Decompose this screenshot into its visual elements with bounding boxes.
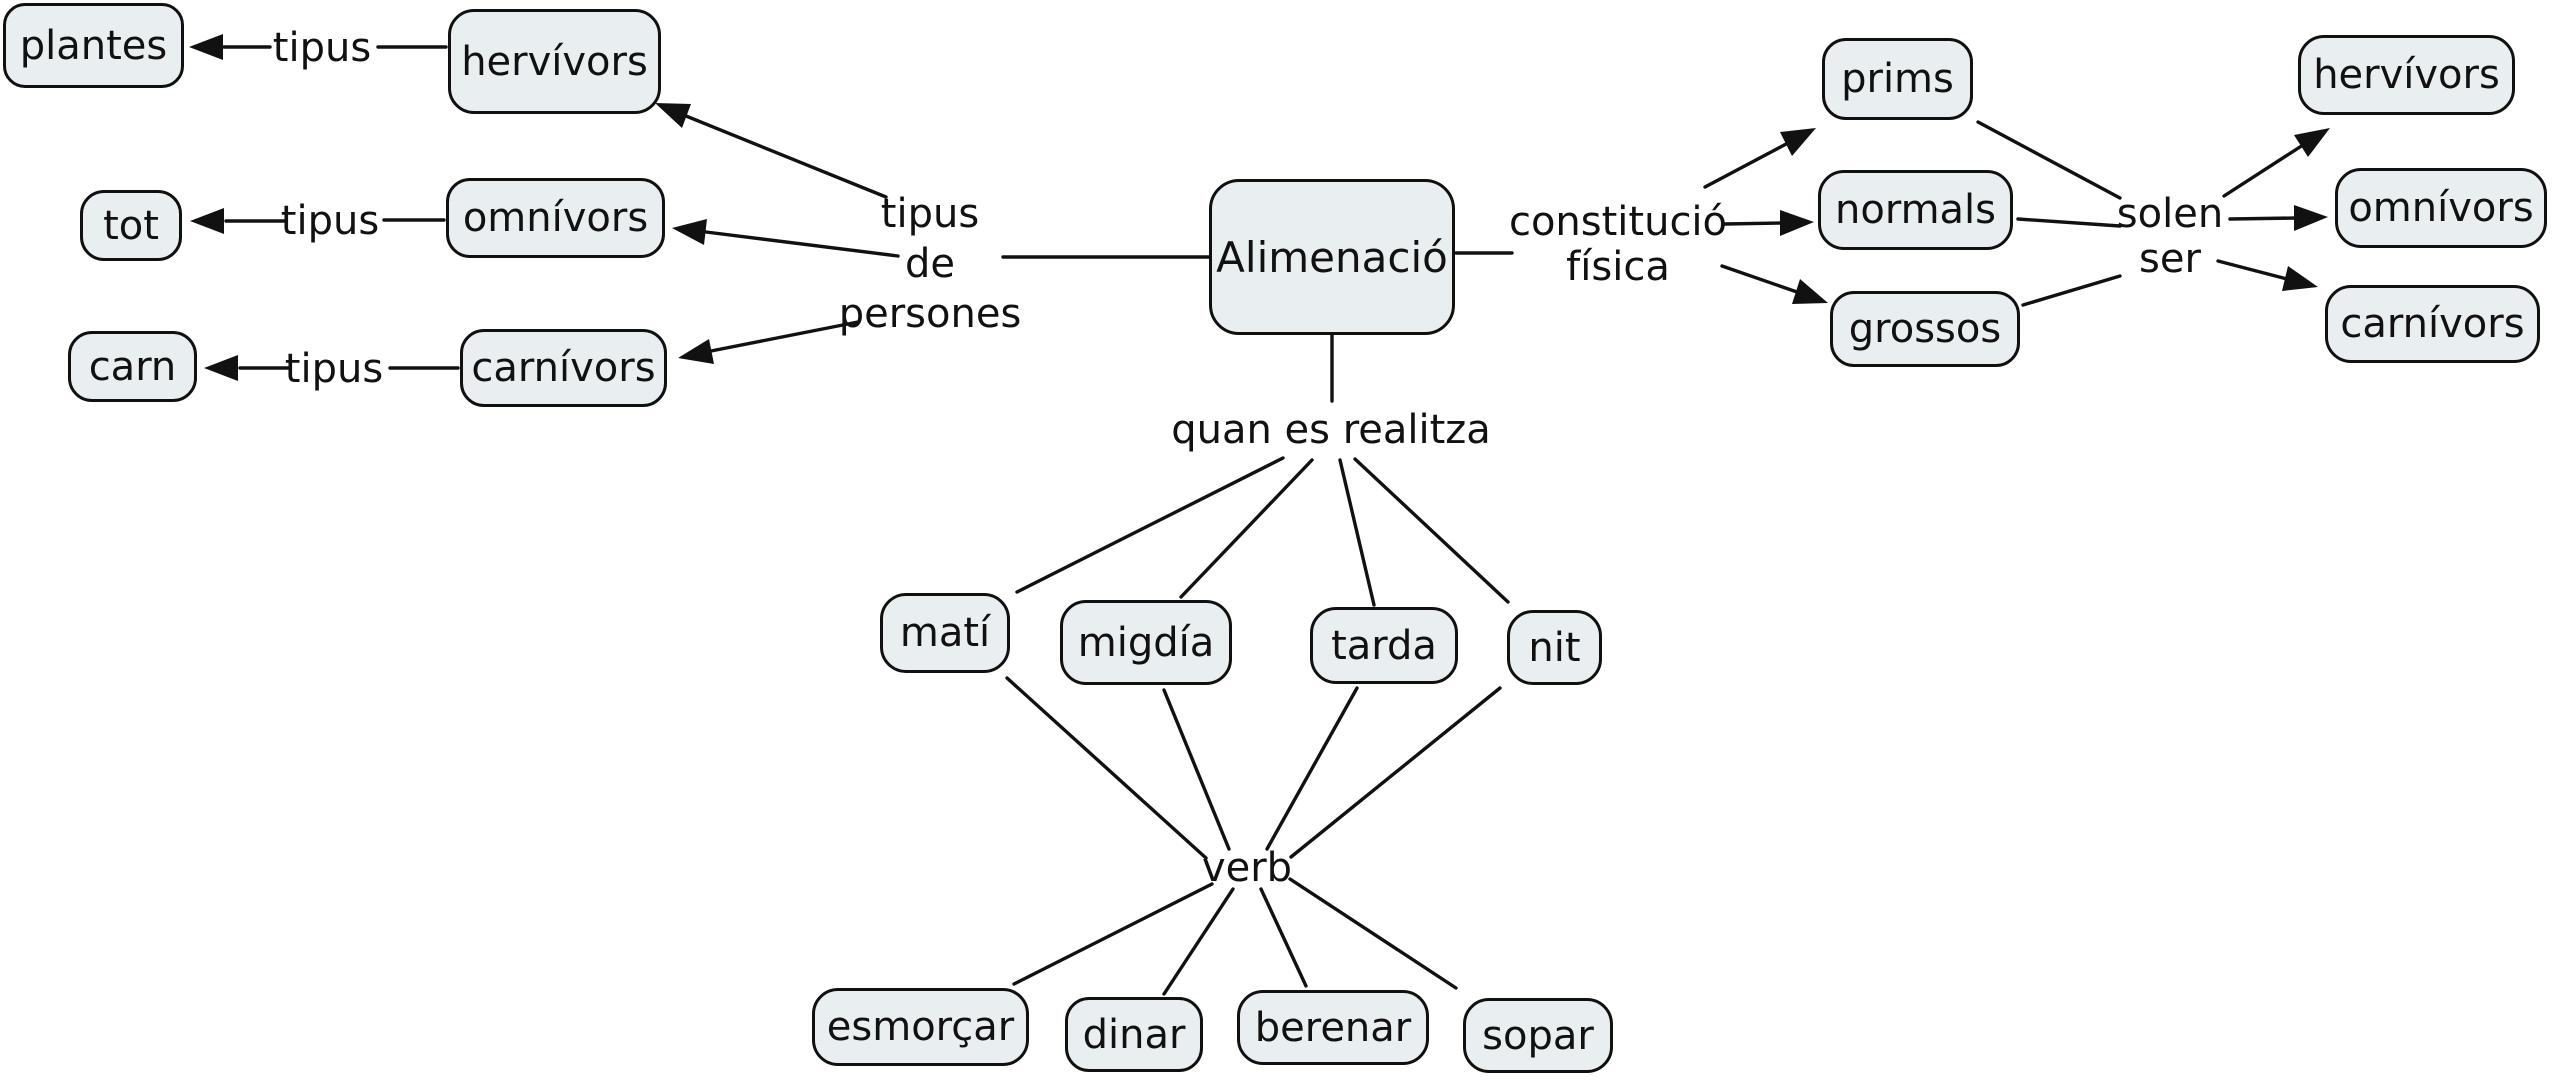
node-carnivors-left[interactable]: carnívors bbox=[460, 329, 667, 407]
arrowhead-omnivors-left bbox=[672, 219, 707, 245]
edge-tdp-to-carnivors bbox=[709, 320, 860, 353]
edge-quan-to-migdia bbox=[1179, 458, 1314, 599]
link-label-line: ser bbox=[2139, 236, 2201, 282]
arrowhead-carn bbox=[204, 355, 238, 381]
edge-quan-to-mati bbox=[1015, 456, 1285, 594]
link-label-line: solen bbox=[2116, 191, 2224, 237]
node-nit[interactable]: nit bbox=[1507, 610, 1602, 685]
node-alimenacio[interactable]: Alimenació bbox=[1209, 179, 1455, 335]
link-label-line: tipus bbox=[880, 191, 980, 237]
edge-solenser-to-carnivors-right bbox=[2216, 259, 2289, 281]
edge-verb-to-sopar bbox=[1288, 877, 1458, 990]
node-berenar[interactable]: berenar bbox=[1237, 990, 1429, 1065]
arrowhead-plantes bbox=[189, 34, 223, 60]
link-label-verb[interactable]: verb bbox=[1201, 845, 1293, 891]
node-hervivors-left[interactable]: hervívors bbox=[448, 9, 661, 114]
edge-quan-to-tarda bbox=[1338, 458, 1376, 607]
arrowhead-prims bbox=[1780, 128, 1816, 156]
edge-constitucio-to-grossos bbox=[1720, 264, 1799, 294]
edge-grossos-to-solenser bbox=[2021, 274, 2122, 307]
arrowhead-omnivors-right bbox=[2294, 205, 2328, 231]
edge-nit-to-verb bbox=[1289, 686, 1502, 859]
link-label-constitucio-fisica[interactable]: constitució física bbox=[1498, 200, 1738, 290]
node-tot[interactable]: tot bbox=[80, 190, 182, 261]
node-hervivors-right[interactable]: hervívors bbox=[2298, 35, 2515, 115]
edge-normals-to-solenser bbox=[2016, 217, 2122, 228]
link-label-solen-ser[interactable]: solen ser bbox=[2090, 192, 2250, 282]
link-label-tipus-de-persones[interactable]: tipus de persones bbox=[830, 189, 1030, 339]
edge-tdp-to-hervivors bbox=[684, 114, 888, 199]
edge-solenser-to-omnivors-right bbox=[2228, 216, 2298, 221]
node-dinar[interactable]: dinar bbox=[1065, 997, 1203, 1072]
edge-migdia-to-verb bbox=[1162, 688, 1231, 851]
arrowhead-hervivors-right bbox=[2294, 128, 2330, 157]
link-label-line: constitució bbox=[1508, 199, 1728, 245]
edge-verb-to-dinar bbox=[1162, 887, 1235, 996]
node-carn[interactable]: carn bbox=[68, 331, 197, 402]
arrowhead-carnivors-right bbox=[2282, 266, 2318, 291]
edge-prims-to-solenser bbox=[1976, 120, 2122, 200]
node-tarda[interactable]: tarda bbox=[1310, 607, 1458, 684]
node-omnivors-left[interactable]: omnívors bbox=[446, 178, 665, 258]
link-label-quan-es-realitza[interactable]: quan es realitza bbox=[1171, 407, 1491, 453]
node-prims[interactable]: prims bbox=[1822, 38, 1973, 120]
arrowhead-hervivors-left bbox=[655, 103, 691, 128]
link-label-line: de bbox=[905, 241, 955, 287]
edge-verb-to-esmorcar bbox=[1012, 882, 1214, 986]
edge-solenser-to-hervivors-right bbox=[2222, 143, 2305, 198]
link-label-tipus-carn[interactable]: tipus bbox=[284, 346, 384, 392]
link-label-tipus-tot[interactable]: tipus bbox=[280, 198, 380, 244]
node-grossos[interactable]: grossos bbox=[1830, 291, 2020, 367]
link-label-line: física bbox=[1566, 244, 1670, 290]
edge-constitucio-to-prims bbox=[1703, 141, 1790, 189]
node-migdia[interactable]: migdía bbox=[1060, 600, 1232, 685]
edge-verb-to-berenar bbox=[1259, 887, 1308, 988]
arrowhead-grossos bbox=[1792, 279, 1828, 304]
edge-tdp-to-omnivors bbox=[704, 230, 900, 258]
edge-mati-to-verb bbox=[1005, 676, 1208, 860]
node-carnivors-right[interactable]: carnívors bbox=[2325, 285, 2540, 363]
node-sopar[interactable]: sopar bbox=[1463, 998, 1613, 1073]
link-label-tipus-plantes[interactable]: tipus bbox=[272, 25, 372, 71]
edge-constitucio-to-normals bbox=[1723, 221, 1784, 226]
node-normals[interactable]: normals bbox=[1818, 170, 2013, 250]
node-omnivors-right[interactable]: omnívors bbox=[2335, 168, 2547, 248]
link-label-line: persones bbox=[838, 291, 1022, 337]
node-esmorcar[interactable]: esmorçar bbox=[812, 988, 1029, 1066]
arrowhead-tot bbox=[190, 208, 224, 234]
edge-quan-to-nit bbox=[1353, 457, 1510, 604]
node-plantes[interactable]: plantes bbox=[3, 3, 184, 88]
arrowhead-normals bbox=[1780, 210, 1814, 236]
edge-tarda-to-verb bbox=[1265, 686, 1359, 851]
node-mati[interactable]: matí bbox=[880, 593, 1010, 673]
arrowhead-carnivors-left bbox=[678, 339, 714, 364]
